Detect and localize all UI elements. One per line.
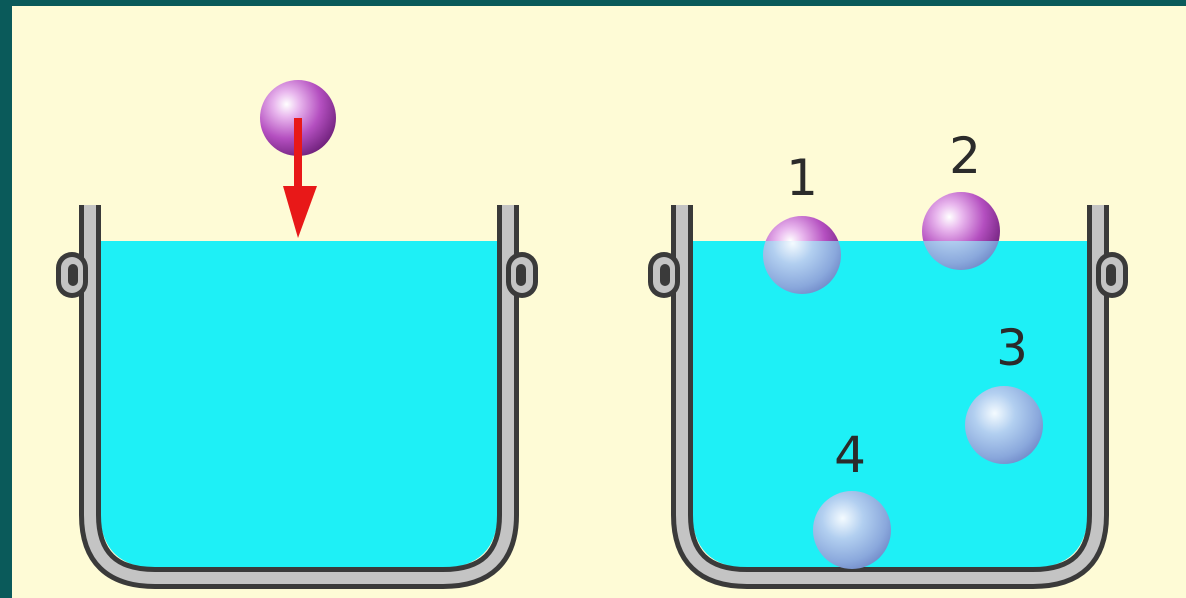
ball-4-label: 4 [834,426,866,484]
ball-1 [763,216,841,294]
right-ear [1096,252,1128,298]
ball-3 [965,386,1043,464]
down-arrow-icon [283,118,317,238]
right-bucket-water [692,241,1088,568]
ball-4 [813,491,891,569]
right-bucket [648,205,1128,589]
ball-2 [922,192,1000,270]
left-ear [648,252,680,298]
ball-3-label: 3 [996,319,1028,377]
left-ear [56,252,88,298]
left-bucket-water [100,241,498,568]
left-bucket [56,205,538,589]
ball-2-label: 2 [949,127,981,185]
right-ear [506,252,538,298]
ball-1-label: 1 [786,149,818,207]
